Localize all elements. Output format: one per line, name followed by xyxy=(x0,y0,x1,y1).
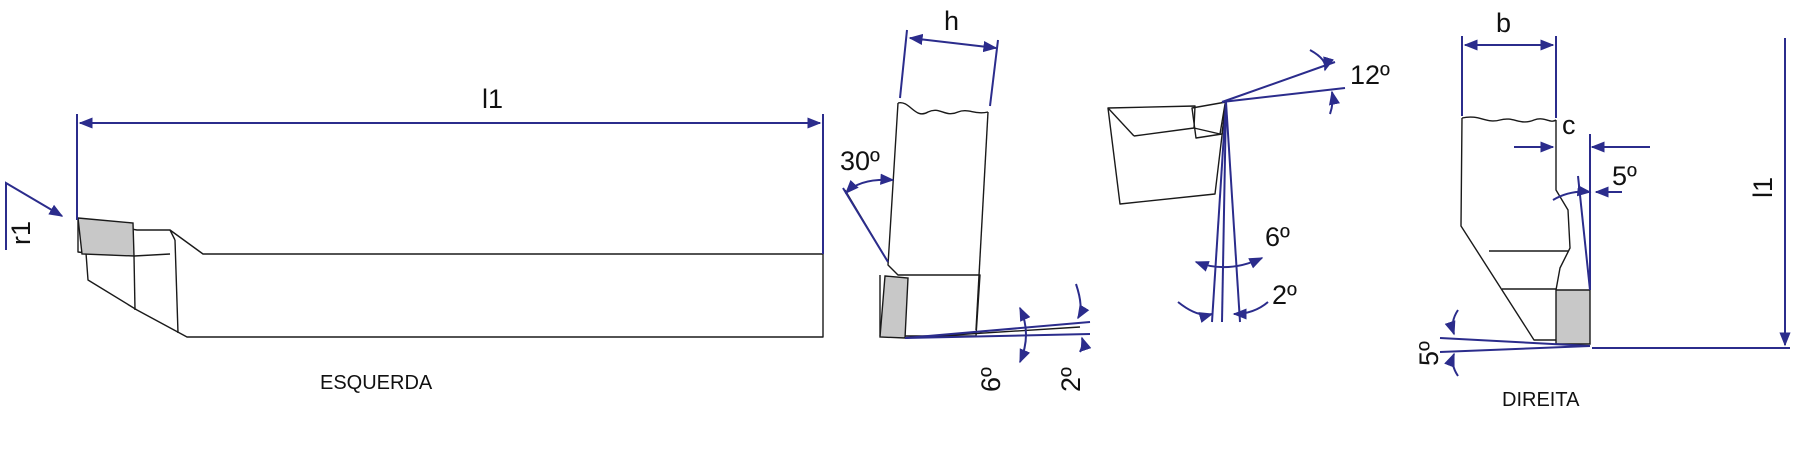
top-tool-view: 12º 6º 2º xyxy=(1107,49,1390,323)
side-6-arc xyxy=(1019,306,1031,364)
left-tool-edge-2 xyxy=(133,253,171,257)
top-12-label: 12º xyxy=(1350,60,1390,90)
right-5-bottom-arc xyxy=(1444,309,1459,336)
direita-caption: DIREITA xyxy=(1502,389,1580,411)
right-l1-label: l1 xyxy=(1748,177,1778,198)
right-b-label: b xyxy=(1496,8,1511,38)
side-tool-right-edge xyxy=(975,111,989,331)
top-tool-body xyxy=(1107,101,1227,205)
r1-label: r1 xyxy=(6,221,36,245)
right-tool-right-edge xyxy=(1555,120,1571,291)
side-2-label: 2º xyxy=(1056,367,1086,392)
top-2-label: 2º xyxy=(1272,280,1297,310)
side-2-arc xyxy=(1075,283,1090,320)
top-12-arc-lower xyxy=(1328,90,1340,115)
top-12-ref-line-2 xyxy=(1221,61,1336,103)
top-tool-inner-1 xyxy=(1107,107,1135,137)
right-5-bottom-arc-lower xyxy=(1444,352,1459,377)
side-relief-line-1 xyxy=(904,333,1091,339)
top-2-arc xyxy=(1177,301,1214,323)
side-h-ext-left xyxy=(899,29,908,99)
side-30-label: 30º xyxy=(840,146,880,176)
top-6-arc xyxy=(1194,257,1264,272)
left-tool-edge-4 xyxy=(174,239,179,334)
side-30-arc xyxy=(845,173,895,195)
top-relief-line-1 xyxy=(1211,101,1227,323)
right-bottom-ref-2 xyxy=(1439,345,1591,353)
left-l1-label: l1 xyxy=(482,84,503,114)
top-relief-line-2 xyxy=(1225,101,1241,323)
right-tool-view: b c 5º 5º l1 DIREITA xyxy=(1414,8,1791,411)
top-vertical-ref xyxy=(1221,101,1227,323)
side-tool-view: h 30º 6º 2º xyxy=(840,6,1092,392)
left-tool-outline xyxy=(77,219,824,338)
side-tool-break xyxy=(897,102,989,115)
top-12-arc xyxy=(1309,49,1334,72)
top-6-label: 6º xyxy=(1265,222,1290,252)
right-insert xyxy=(1555,289,1591,345)
top-tool-inner-2 xyxy=(1133,127,1195,137)
side-h-label: h xyxy=(944,6,959,36)
left-insert xyxy=(77,217,135,257)
top-insert xyxy=(1191,101,1227,139)
right-5-ref-line xyxy=(1577,175,1591,291)
left-tool-edge-3 xyxy=(169,229,176,241)
side-h-dimension-line xyxy=(908,33,998,53)
left-tool-view: l1 r1 ESQUERDA xyxy=(5,84,824,394)
right-5-bottom-label: 5º xyxy=(1414,341,1444,366)
right-bottom-ref-1 xyxy=(1439,337,1591,347)
right-tool-break xyxy=(1461,116,1557,123)
esquerda-caption: ESQUERDA xyxy=(320,372,433,394)
side-h-ext-right xyxy=(989,39,999,107)
top-2-arc-right xyxy=(1232,301,1269,320)
r1-indicator xyxy=(5,181,64,250)
side-relief-line-2 xyxy=(904,321,1091,339)
left-tool-edge-1 xyxy=(133,255,136,311)
side-6-label: 6º xyxy=(976,367,1006,392)
side-insert xyxy=(879,275,909,339)
side-2-arc-lower xyxy=(1079,336,1092,353)
right-5-label: 5º xyxy=(1612,161,1637,191)
top-12-ref-line-1 xyxy=(1221,87,1346,103)
side-30-ref-line xyxy=(842,187,889,263)
right-5-arc xyxy=(1552,185,1592,201)
right-c-label: c xyxy=(1562,110,1576,140)
